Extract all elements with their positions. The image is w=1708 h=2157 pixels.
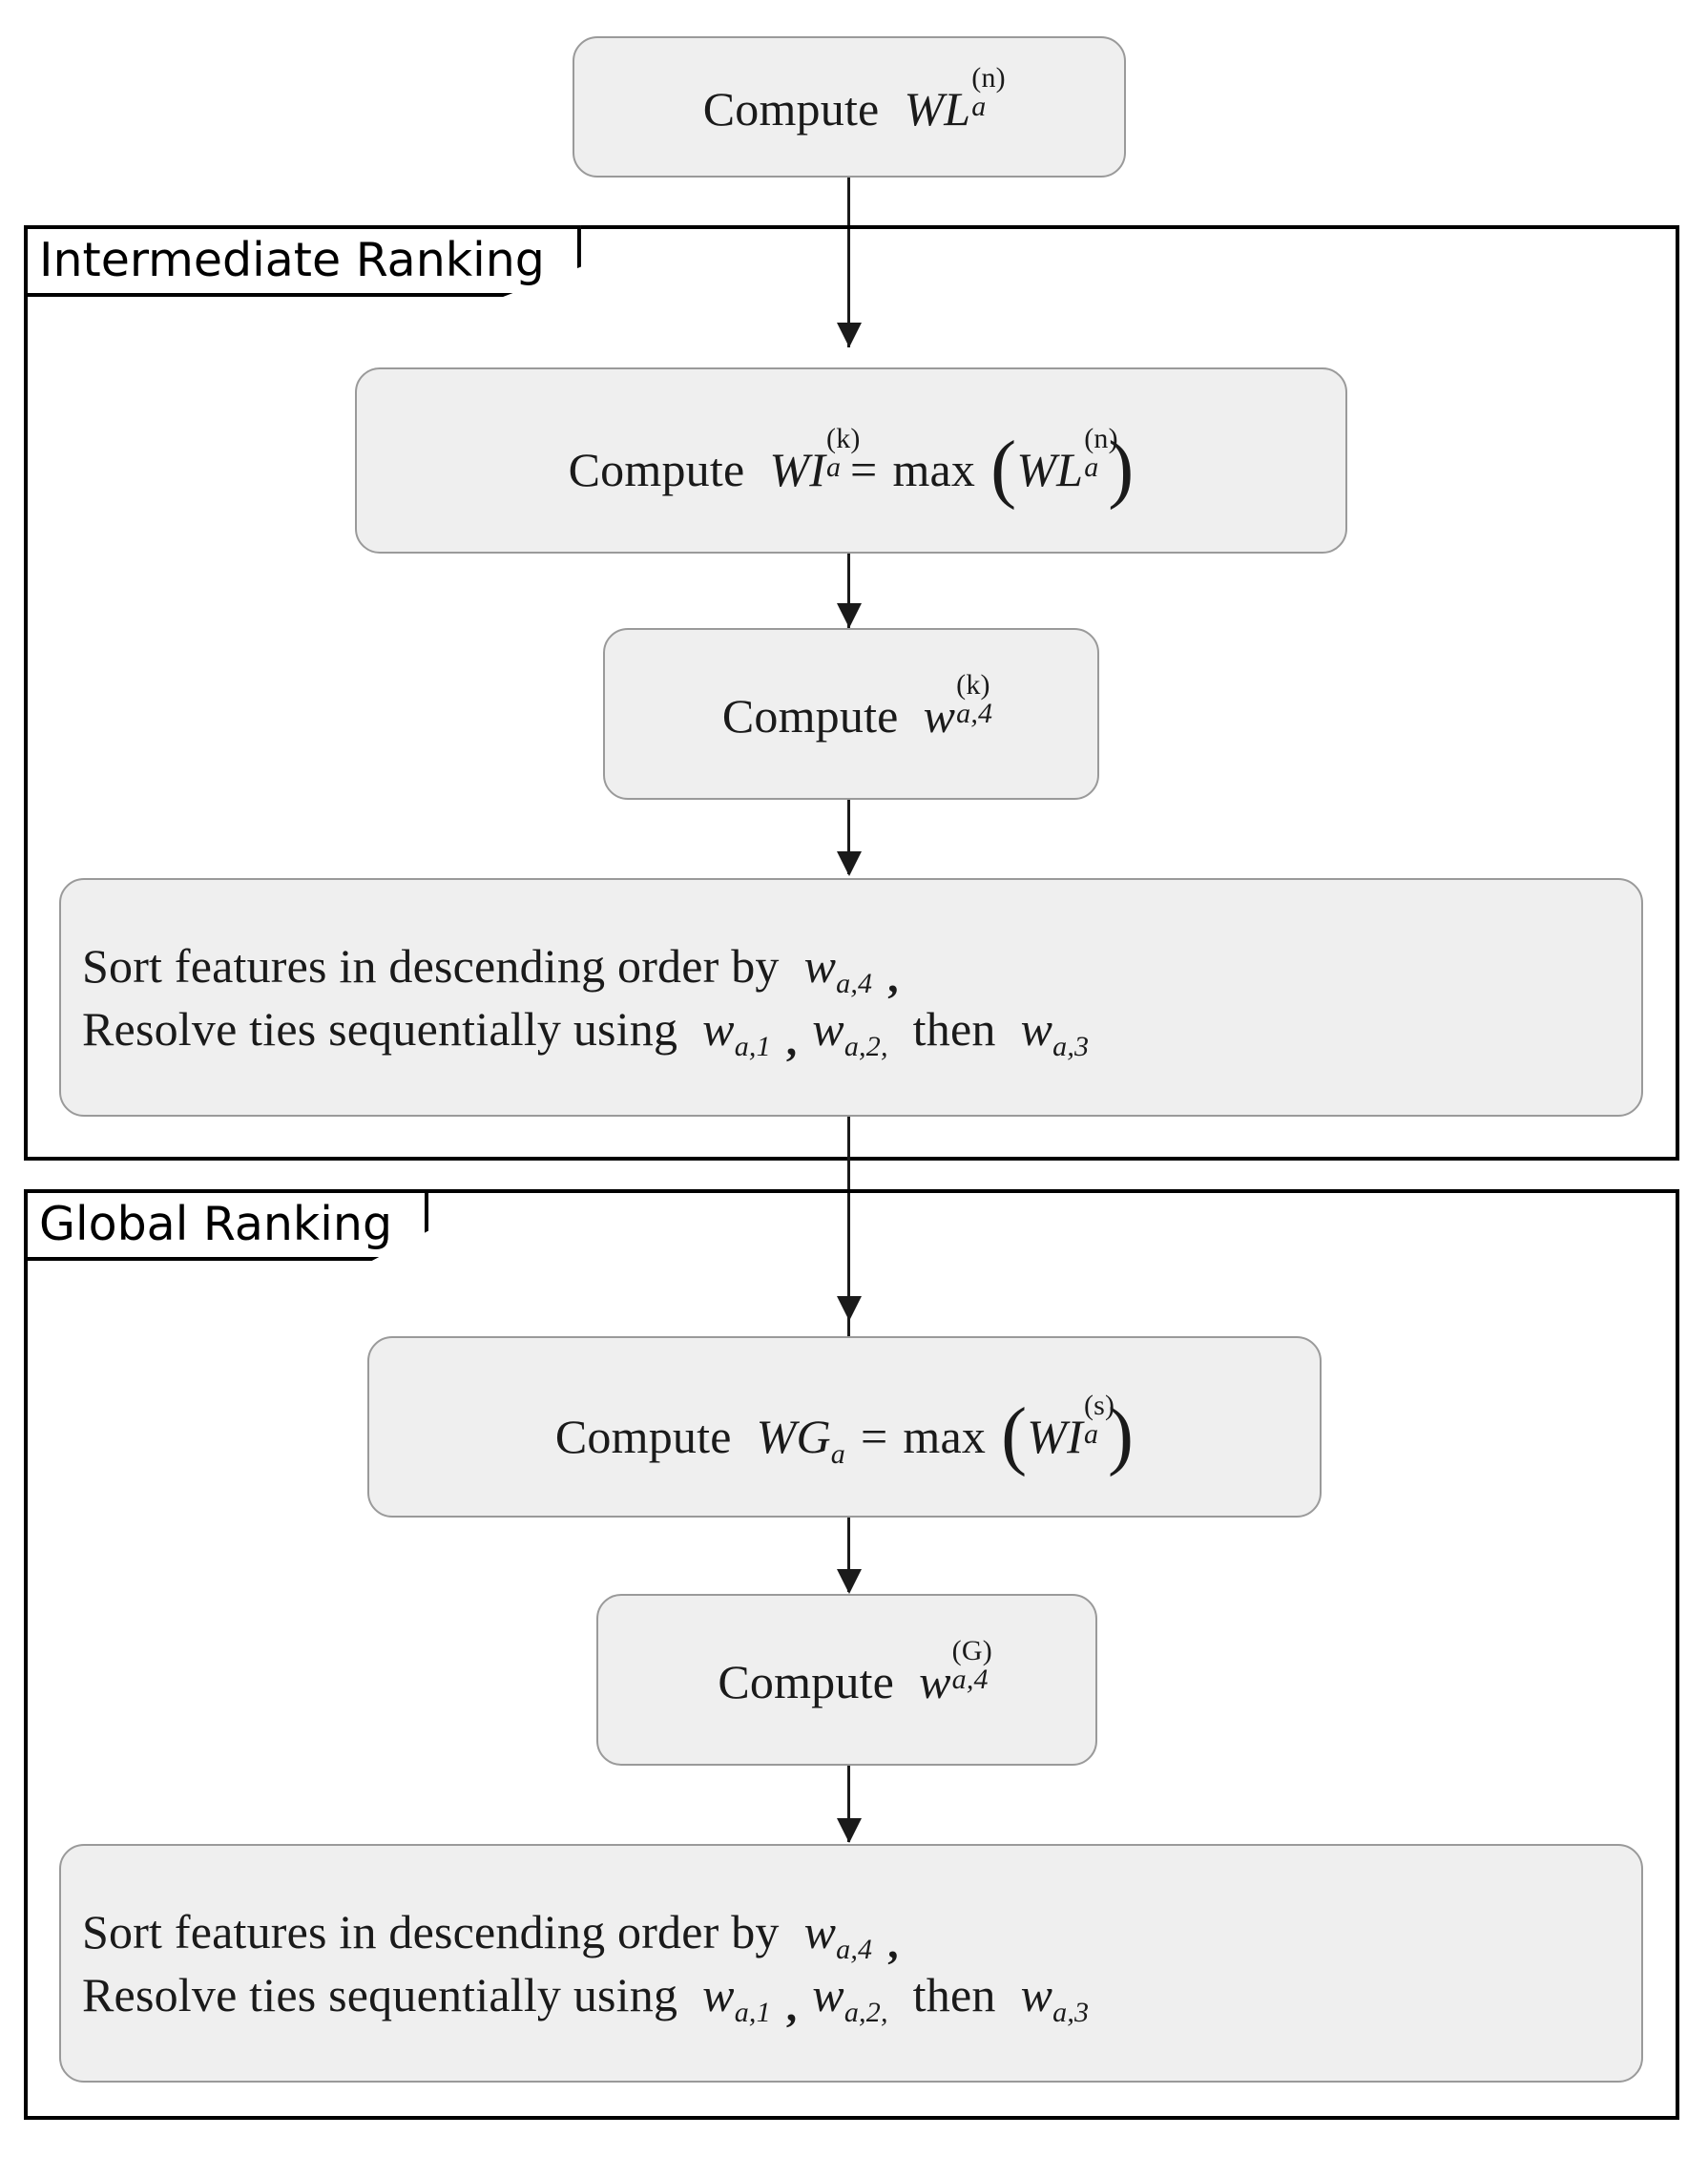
- connector-wk-to-sort-intermediate: [847, 800, 850, 874]
- wl-symbol: WL: [904, 82, 971, 136]
- wg-symbol: WG: [756, 1409, 831, 1463]
- compute-word: Compute: [554, 1409, 732, 1463]
- w-a1-subscript: a,1: [734, 1997, 771, 2028]
- right-paren: ): [1108, 425, 1135, 512]
- w-a1-symbol: w: [702, 1002, 735, 1056]
- tie-instruction-text: Resolve ties sequentially using: [82, 1002, 678, 1056]
- w-a3-symbol: w: [1020, 1002, 1053, 1056]
- w-a2-symbol: w: [812, 1002, 844, 1056]
- w-symbol: w: [923, 689, 956, 743]
- arrowhead-intermediate-to-global: [837, 1296, 862, 1321]
- w-a4-symbol: w: [803, 1905, 837, 1958]
- group-label-global-ranking: Global Ranking: [24, 1189, 429, 1261]
- connector-wi-to-wk: [847, 554, 850, 628]
- arrowhead-wk-to-sort-intermediate: [837, 851, 862, 876]
- w-a1-subscript: a,1: [734, 1031, 771, 1062]
- compute-word: Compute: [718, 1655, 895, 1708]
- comma-1: ,: [887, 953, 899, 1001]
- node-sort-intermediate-line1: Sort features in descending order by wa,4…: [82, 934, 899, 1001]
- w-a2-symbol: w: [812, 1968, 844, 2021]
- connector-wG-to-sort-global: [847, 1766, 850, 1842]
- equals-sign: =: [860, 1409, 888, 1463]
- arrowhead-wl-to-wi: [837, 323, 862, 347]
- w-a3-subscript: a,3: [1052, 1031, 1090, 1062]
- w-a4-subscript: a,4: [836, 1934, 873, 1965]
- sort-instruction-text: Sort features in descending order by: [82, 939, 780, 993]
- w-symbol: w: [919, 1655, 951, 1708]
- equals-sign: =: [850, 443, 878, 496]
- comma-2: ,: [785, 1016, 798, 1064]
- sort-instruction-text: Sort features in descending order by: [82, 1905, 780, 1958]
- tie-instruction-text: Resolve ties sequentially using: [82, 1968, 678, 2021]
- arrowhead-wi-to-wk: [837, 603, 862, 628]
- then-word: then: [912, 1002, 996, 1056]
- wg-subscript: a: [830, 1437, 845, 1470]
- arrowhead-wG-to-sort-global: [837, 1818, 862, 1843]
- wl-symbol: WL: [1016, 443, 1084, 496]
- right-paren: ): [1107, 1391, 1135, 1477]
- wi-symbol: WI: [1027, 1409, 1083, 1463]
- comma-1: ,: [887, 1918, 899, 1967]
- compute-word: Compute: [721, 689, 899, 743]
- group-global-ranking: Global Ranking: [24, 1189, 1679, 2120]
- comma-2: ,: [785, 1981, 798, 2030]
- w-a2-subscript: a,2,: [844, 1997, 888, 2028]
- node-sort-global-line1: Sort features in descending order by wa,4…: [82, 1900, 899, 1967]
- w-a3-symbol: w: [1020, 1968, 1053, 2021]
- max-operator: max: [903, 1409, 987, 1463]
- w-a2-subscript: a,2,: [844, 1031, 888, 1062]
- compute-word: Compute: [702, 82, 880, 136]
- compute-word: Compute: [568, 443, 745, 496]
- group-label-intermediate-ranking: Intermediate Ranking: [24, 225, 581, 297]
- max-operator: max: [892, 443, 976, 496]
- w-a4-symbol: w: [803, 939, 837, 993]
- w-a3-subscript: a,3: [1052, 1997, 1090, 2028]
- w-a1-symbol: w: [702, 1968, 735, 2021]
- then-word: then: [912, 1968, 996, 2021]
- left-paren: (: [1001, 1391, 1028, 1477]
- connector-wl-to-wi: [847, 178, 850, 347]
- connector-intermediate-to-global: [847, 1117, 850, 1346]
- connector-wg-to-wG: [847, 1518, 850, 1592]
- group-intermediate-ranking: Intermediate Ranking: [24, 225, 1679, 1161]
- arrowhead-wg-to-wG: [837, 1569, 862, 1594]
- wi-symbol: WI: [769, 443, 826, 496]
- w-a4-subscript: a,4: [836, 968, 873, 999]
- left-paren: (: [990, 425, 1017, 512]
